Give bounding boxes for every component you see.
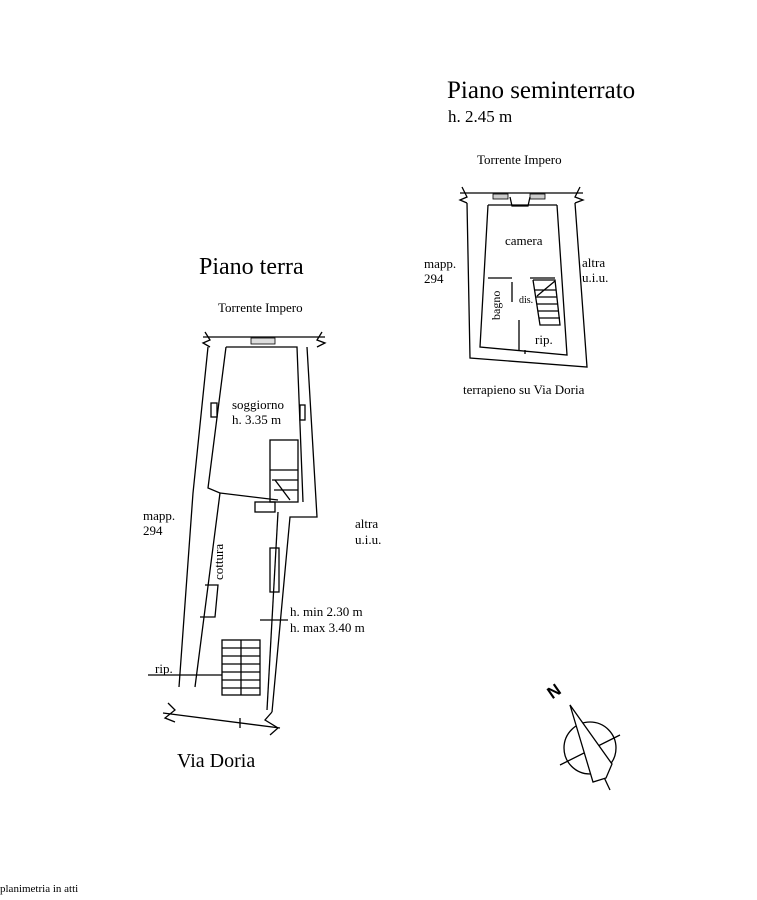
- semi-basement-title: Piano seminterrato: [447, 77, 636, 104]
- street-label: Via Doria: [177, 750, 256, 772]
- semi-basement-east-label: altra: [582, 255, 606, 270]
- semi-basement-north-label: Torrente Impero: [477, 152, 562, 167]
- ground-floor-north-label: Torrente Impero: [218, 300, 303, 315]
- stair-icon: [532, 279, 561, 326]
- north-compass-icon: [559, 704, 621, 791]
- ground-floor-west-label: mapp.: [143, 508, 176, 523]
- footer-caption: planimetria in atti: [0, 883, 79, 895]
- ground-floor-east-label: altra: [355, 516, 379, 531]
- ground-floor-plan: [148, 331, 327, 736]
- room-rip-label-ground: rip.: [155, 661, 173, 676]
- room-soggiorno-label: soggiorno: [232, 397, 284, 412]
- ground-floor-title: Piano terra: [199, 254, 304, 280]
- semi-basement-west-label-number: 294: [424, 271, 444, 286]
- semi-basement-west-label: mapp.: [424, 256, 457, 271]
- room-bagno-label: bagno: [489, 290, 503, 320]
- room-soggiorno-height: h. 3.35 m: [232, 412, 282, 427]
- stair-icon: [221, 439, 299, 696]
- semi-basement-plan: [458, 186, 588, 368]
- room-rip-label-semi: rip.: [535, 332, 553, 347]
- semi-basement-height: h. 2.45 m: [448, 107, 513, 126]
- room-dis-label: dis.: [519, 295, 534, 306]
- room-cottura-label: cottura: [211, 543, 226, 580]
- semi-basement-south-label: terrapieno su Via Doria: [463, 382, 585, 397]
- height-min-label: h. min 2.30 m: [290, 604, 363, 619]
- ground-floor-west-label-number: 294: [143, 523, 163, 538]
- ground-floor-east-label-2: u.i.u.: [355, 532, 382, 547]
- semi-basement-east-label-2: u.i.u.: [582, 270, 609, 285]
- height-max-label: h. max 3.40 m: [290, 620, 365, 635]
- room-camera-label: camera: [505, 233, 543, 248]
